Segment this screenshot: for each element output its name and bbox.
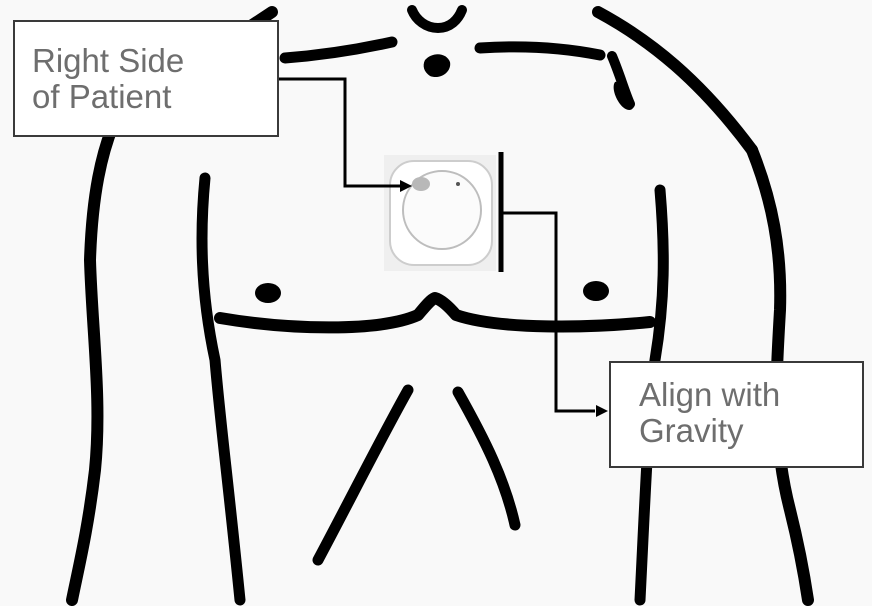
right-chest-notch: [614, 82, 634, 110]
device-indicator-dot: [456, 182, 460, 186]
right-nipple: [583, 281, 609, 301]
left-nipple: [255, 283, 281, 303]
gravity-label-line1: Align with: [639, 377, 862, 413]
left-inner-arm: [202, 178, 240, 600]
pectoral-contour: [220, 298, 650, 327]
device-button: [412, 177, 430, 191]
align-with-gravity-label: Align with Gravity: [609, 361, 864, 468]
wearable-device: [384, 155, 496, 271]
left-outer-arm: [72, 110, 120, 600]
right-side-label-line2: of Patient: [32, 79, 277, 115]
left-abdomen-line: [318, 390, 408, 560]
gravity-callout-line: [503, 213, 595, 411]
gravity-arrowhead: [596, 405, 608, 417]
sternal-notch-stroke: [412, 10, 462, 28]
left-collarbone: [285, 42, 392, 58]
left-collar-notch: [424, 54, 451, 77]
right-abdomen-line: [458, 392, 515, 525]
right-side-label-line1: Right Side: [32, 43, 277, 79]
right-side-callout-line: [279, 79, 402, 186]
right-side-of-patient-label: Right Side of Patient: [13, 20, 279, 137]
gravity-label-line2: Gravity: [639, 413, 862, 449]
right-collarbone: [480, 47, 600, 55]
